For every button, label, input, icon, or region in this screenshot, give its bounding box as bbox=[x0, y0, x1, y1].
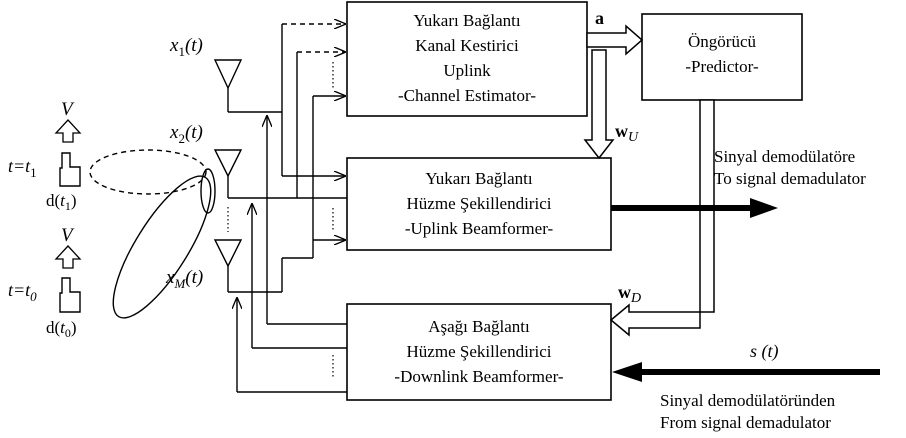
uplink-beamformer-line-3: -Uplink Beamformer- bbox=[405, 219, 554, 238]
feeds-to-estimator bbox=[281, 24, 345, 378]
antenna-M bbox=[213, 239, 282, 293]
downlink-beamformer-line-2: Hüzme Şekillendirici bbox=[407, 342, 552, 361]
v-up-arrow-top bbox=[54, 119, 82, 143]
x1-label: x1(t) bbox=[169, 35, 203, 59]
t0-label: t=t0 bbox=[8, 280, 37, 304]
d0-label: d(t0) bbox=[46, 318, 77, 340]
v-label-bottom: V bbox=[61, 225, 75, 246]
downlink-beamformer-block: Aşağı Bağlantı Hüzme Şekillendirici -Dow… bbox=[346, 303, 612, 401]
beam-patterns bbox=[89, 149, 216, 319]
uplink-estimator-line-2: Kanal Kestirici bbox=[415, 36, 519, 55]
a-block-arrow bbox=[586, 24, 644, 56]
uplink-estimator-line-3: Uplink bbox=[443, 61, 491, 80]
uplink-channel-estimator-block: Yukarı Bağlantı Kanal Kestirici Uplink -… bbox=[346, 1, 588, 117]
uplink-estimator-line-4: -Channel Estimator- bbox=[398, 86, 536, 105]
predictor-line-2: -Predictor- bbox=[685, 57, 759, 76]
downlink-beamformer-line-1: Aşağı Bağlantı bbox=[428, 317, 530, 336]
feeds-from-downlink bbox=[237, 116, 347, 393]
to-demod-label-en: To signal demadulator bbox=[714, 169, 866, 188]
wU-block-arrow bbox=[583, 49, 615, 160]
a-label: a bbox=[595, 8, 604, 28]
s-t-label: s (t) bbox=[750, 341, 779, 362]
predictor-line-1: Öngörücü bbox=[688, 32, 756, 51]
t1-label: t=t1 bbox=[8, 156, 37, 180]
wD-block-arrow bbox=[609, 99, 715, 337]
d1-label: d(t1) bbox=[46, 191, 77, 213]
to-demod-label-tr: Sinyal demodülatöre bbox=[714, 147, 855, 166]
user-terminal-t1: V t=t1 d(t1) bbox=[8, 99, 82, 213]
uplink-beamformer-block: Yukarı Bağlantı Hüzme Şekillendirici -Up… bbox=[346, 157, 612, 251]
downlink-beamformer-line-3: -Downlink Beamformer- bbox=[394, 367, 563, 386]
x2-label: x2(t) bbox=[169, 122, 203, 146]
from-demodulator-arrowhead bbox=[612, 362, 642, 382]
wD-label: wD bbox=[618, 282, 641, 306]
uplink-beamformer-line-1: Yukarı Bağlantı bbox=[425, 169, 532, 188]
wU-label: wU bbox=[615, 121, 639, 145]
antenna-1 bbox=[213, 59, 282, 113]
v-label-top: V bbox=[61, 99, 75, 120]
from-demod-label-tr: Sinyal demodülatöründen bbox=[660, 391, 836, 410]
predictor-block: Öngörücü -Predictor- bbox=[641, 13, 803, 101]
uplink-beamformer-line-2: Hüzme Şekillendirici bbox=[407, 194, 552, 213]
from-demod-label-en: From signal demadulator bbox=[660, 413, 831, 432]
uplink-estimator-line-1: Yukarı Bağlantı bbox=[413, 11, 520, 30]
xM-label: xM(t) bbox=[165, 267, 203, 291]
antenna-2 bbox=[213, 149, 347, 199]
user-terminal-t0: V t=t0 d(t0) bbox=[8, 225, 82, 340]
to-demodulator-arrowhead bbox=[750, 198, 778, 218]
v-up-arrow-bottom bbox=[54, 245, 82, 269]
